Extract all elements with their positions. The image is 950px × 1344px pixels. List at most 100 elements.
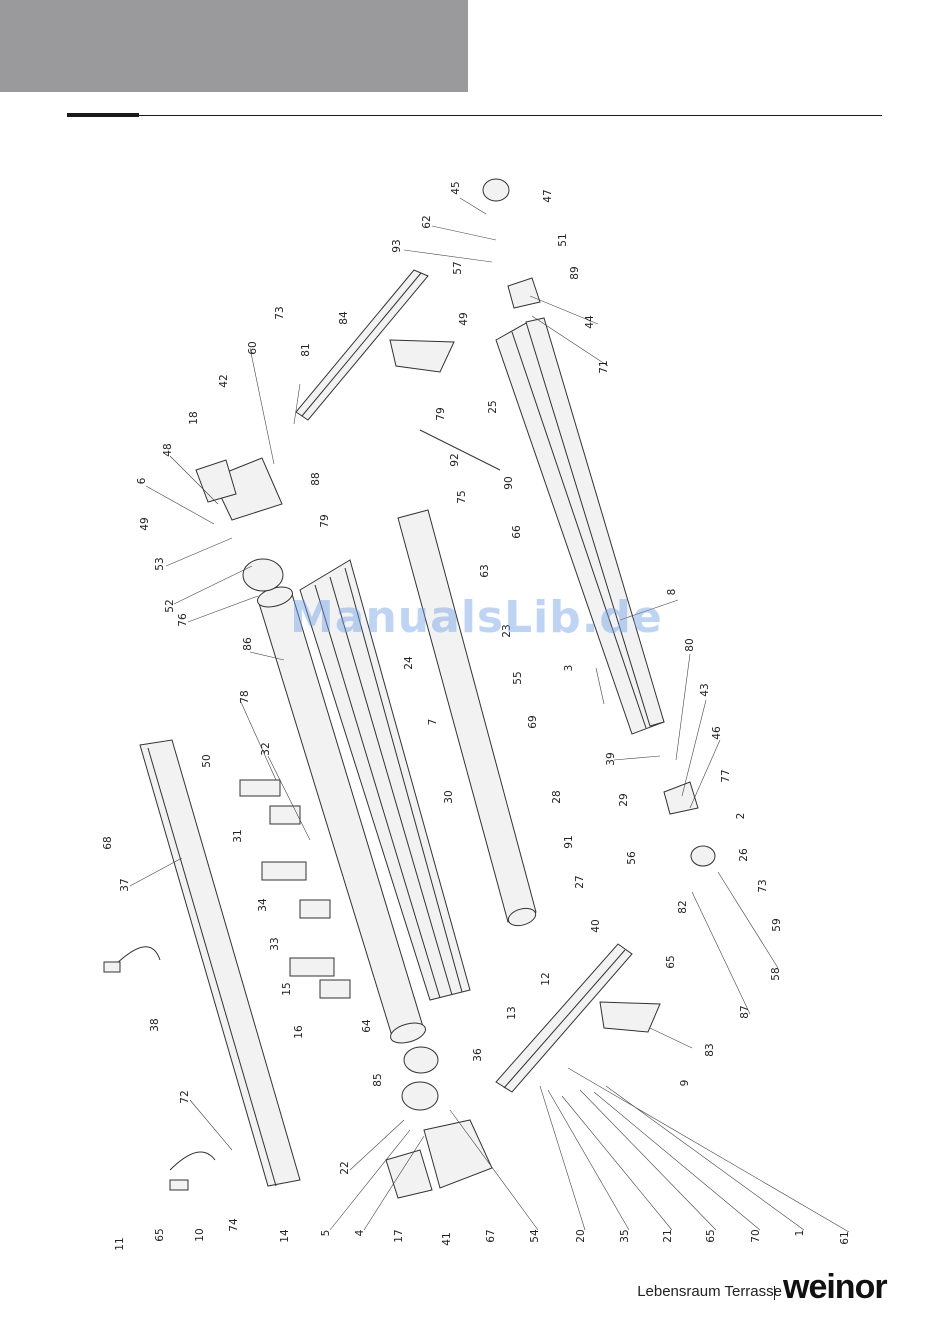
part-label: 8 — [666, 589, 678, 596]
part-label: 4 — [354, 1229, 366, 1236]
part-label: 85 — [372, 1073, 384, 1086]
part-label: 32 — [260, 742, 272, 755]
part-label: 27 — [574, 875, 586, 888]
part-label: 73 — [274, 306, 286, 319]
guide-rail-bottom — [495, 943, 633, 1093]
front-bar — [397, 429, 537, 927]
part-label: 89 — [569, 266, 581, 279]
part-label: 64 — [361, 1019, 373, 1033]
part-label: 43 — [699, 683, 711, 696]
part-label: 57 — [452, 261, 464, 274]
part-label: 49 — [139, 517, 151, 530]
part-label: 13 — [506, 1006, 518, 1019]
part-label: 78 — [239, 690, 251, 703]
end-cap-bottom — [385, 1046, 493, 1199]
part-label: 12 — [540, 972, 552, 985]
part-label: 48 — [162, 443, 174, 456]
part-label: 46 — [711, 726, 723, 740]
part-label: 54 — [529, 1229, 541, 1243]
front-cover-profile — [139, 739, 301, 1187]
part-label: 26 — [738, 848, 750, 862]
part-label: 6 — [136, 477, 148, 484]
part-label: 76 — [177, 613, 189, 627]
part-label: 56 — [626, 851, 638, 865]
part-label: 10 — [194, 1228, 206, 1241]
part-label: 42 — [218, 374, 230, 387]
part-label: 3 — [563, 665, 575, 672]
part-label: 80 — [684, 638, 696, 651]
part-label: 29 — [618, 793, 630, 806]
part-label: 7 — [427, 719, 439, 726]
part-label: 40 — [590, 919, 602, 932]
part-label: 72 — [179, 1090, 191, 1103]
part-label: 79 — [435, 407, 447, 420]
part-label: 16 — [293, 1025, 305, 1039]
part-label: 74 — [228, 1218, 240, 1232]
part-label: 87 — [739, 1005, 751, 1018]
part-label: 52 — [164, 599, 176, 612]
part-label: 23 — [501, 624, 513, 637]
part-label: 49 — [458, 312, 470, 325]
end-cap-top-right — [482, 178, 541, 309]
guide-rail-top — [295, 269, 429, 421]
wall-bracket-top — [389, 339, 455, 373]
part-label: 30 — [443, 790, 455, 803]
end-cap-mid-right — [663, 781, 716, 867]
part-label: 71 — [598, 360, 610, 373]
part-label: 81 — [300, 343, 312, 356]
part-label: 83 — [704, 1043, 716, 1056]
part-label: 36 — [472, 1048, 484, 1062]
part-label: 90 — [503, 476, 515, 489]
part-label: 67 — [485, 1229, 497, 1242]
part-label: 91 — [563, 835, 575, 848]
drive-unit-top — [195, 457, 284, 592]
part-label: 59 — [771, 918, 783, 931]
part-label: 69 — [527, 715, 539, 728]
part-label: 2 — [735, 813, 747, 820]
part-label: 55 — [512, 671, 524, 684]
profile-clips — [239, 779, 351, 999]
part-label: 84 — [338, 311, 350, 325]
part-label: 34 — [257, 898, 269, 912]
part-label: 82 — [677, 900, 689, 913]
part-label: 63 — [479, 564, 491, 577]
part-label: 68 — [102, 836, 114, 849]
part-label: 65 — [154, 1228, 166, 1241]
wall-bracket-bottom — [599, 1001, 661, 1033]
part-label: 53 — [154, 557, 166, 570]
part-label: 44 — [584, 315, 596, 329]
brand-logo: weinor — [783, 1268, 888, 1306]
part-label: 51 — [557, 233, 569, 246]
part-label: 41 — [441, 1232, 453, 1245]
part-label: 1 — [794, 1230, 806, 1237]
part-label: 58 — [770, 967, 782, 980]
part-label: 86 — [242, 637, 254, 651]
header-rule-thin — [139, 115, 882, 116]
part-label: 45 — [450, 181, 462, 194]
part-label: 88 — [310, 472, 322, 485]
part-label: 9 — [679, 1080, 691, 1087]
part-label: 11 — [114, 1237, 126, 1250]
part-label: 50 — [201, 754, 213, 767]
footer-tagline: Lebensraum Terrasse — [637, 1283, 782, 1300]
part-label: 35 — [619, 1229, 631, 1242]
part-label: 60 — [247, 341, 259, 354]
part-label: 38 — [149, 1018, 161, 1031]
part-label: 22 — [339, 1161, 351, 1174]
part-label: 77 — [720, 769, 732, 782]
footer-separator — [774, 1286, 775, 1300]
part-label: 18 — [188, 411, 200, 424]
cassette-body — [299, 559, 471, 1001]
part-label: 21 — [662, 1229, 674, 1242]
part-label: 31 — [232, 829, 244, 842]
part-label: 62 — [421, 215, 433, 228]
part-label: 79 — [319, 514, 331, 527]
part-label: 61 — [839, 1231, 851, 1244]
part-label: 15 — [281, 982, 293, 995]
part-label: 75 — [456, 490, 468, 503]
part-label: 66 — [511, 525, 523, 539]
part-label: 28 — [551, 790, 563, 803]
roller-tube — [257, 586, 426, 1044]
